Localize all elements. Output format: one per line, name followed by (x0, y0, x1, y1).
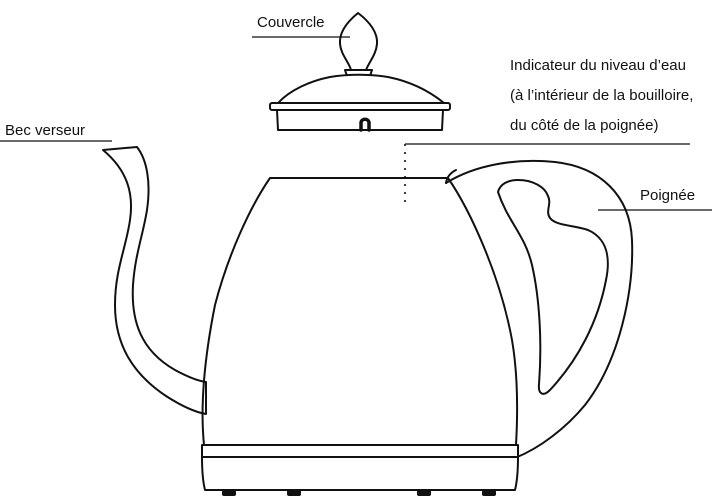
handle (445, 159, 634, 459)
foot (222, 490, 236, 496)
lid-knob (338, 12, 379, 71)
handle-label: Poignée (640, 187, 695, 204)
water-level-label-line3: du côté de la poignée) (510, 117, 658, 134)
lid-inner-ring (276, 109, 444, 131)
handle-joint (445, 169, 457, 184)
foot (287, 490, 301, 496)
water-level-label-line1: Indicateur du niveau d’eau (510, 57, 686, 74)
kettle-body (201, 177, 519, 446)
handle-outer (445, 159, 634, 459)
foot (482, 490, 496, 496)
lid-label: Couvercle (257, 14, 325, 31)
spout (102, 146, 207, 415)
kettle-base (201, 444, 519, 491)
kettle-feet (222, 490, 496, 496)
lid (269, 12, 451, 132)
foot (417, 490, 431, 496)
lid-rim (269, 102, 451, 111)
lid-dome (277, 73, 445, 104)
water-level-label-line2: (à l’intérieur de la bouilloire, (510, 87, 693, 104)
handle-opening (497, 179, 609, 395)
spout-label: Bec verseur (5, 122, 85, 139)
lid-latch (359, 117, 371, 132)
